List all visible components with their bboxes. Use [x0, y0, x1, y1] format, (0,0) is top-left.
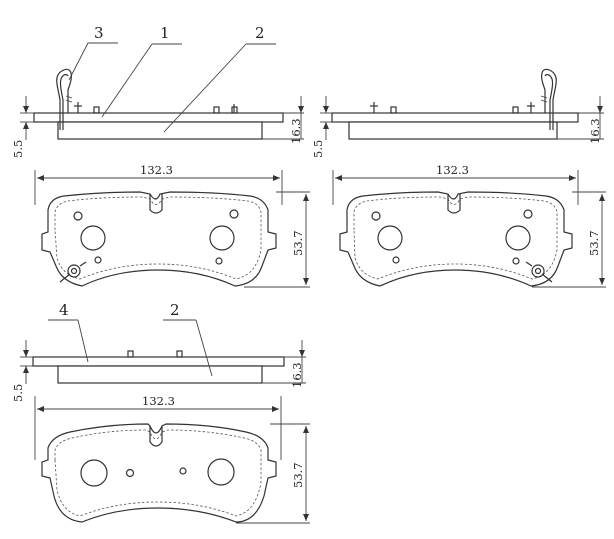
- callout-2: 2: [255, 24, 265, 42]
- dim-width-3: 132.3: [142, 394, 175, 408]
- dim-height-2: 53.7: [587, 230, 601, 256]
- callout-4: 4: [59, 301, 69, 319]
- side-view-bottom-left: 4 2 5.5 16.3: [11, 301, 306, 402]
- dim-thickness-3: 16.3: [290, 362, 304, 388]
- backing-plate: [331, 112, 579, 123]
- dim-thickness-1: 16.3: [289, 118, 303, 144]
- face-view-top-left: 132.3 53.7: [34, 163, 310, 288]
- friction-material: [57, 121, 263, 140]
- friction-material: [57, 365, 263, 384]
- side-view-top-left: 3 1 2 5.5 16.3: [11, 24, 304, 158]
- dim-backing-plate-1: 5.5: [11, 140, 25, 158]
- wear-sensor: [59, 261, 87, 283]
- side-view-top-right: 5.5 16.3: [311, 68, 604, 158]
- dim-backing-plate-3: 5.5: [11, 384, 25, 402]
- backing-plate: [33, 112, 284, 123]
- dim-backing-plate-2: 5.5: [311, 140, 325, 158]
- dim-width-2: 132.3: [436, 163, 469, 177]
- dim-height-3: 53.7: [291, 462, 305, 488]
- dim-width-1: 132.3: [140, 163, 173, 177]
- dim-height-1: 53.7: [291, 230, 305, 256]
- friction-material: [348, 121, 558, 140]
- wear-indicator-clip: [540, 68, 557, 130]
- wear-indicator-clip: [56, 68, 73, 130]
- callout-1: 1: [160, 24, 170, 42]
- face-view-bottom-left: 132.3 53.7: [34, 394, 310, 524]
- callout-2b: 2: [170, 301, 180, 319]
- backing-plate: [32, 356, 285, 367]
- dim-thickness-2: 16.3: [588, 118, 602, 144]
- wear-sensor: [525, 261, 553, 283]
- callout-3: 3: [94, 24, 104, 42]
- face-view-top-right: 132.3 53.7: [332, 163, 606, 288]
